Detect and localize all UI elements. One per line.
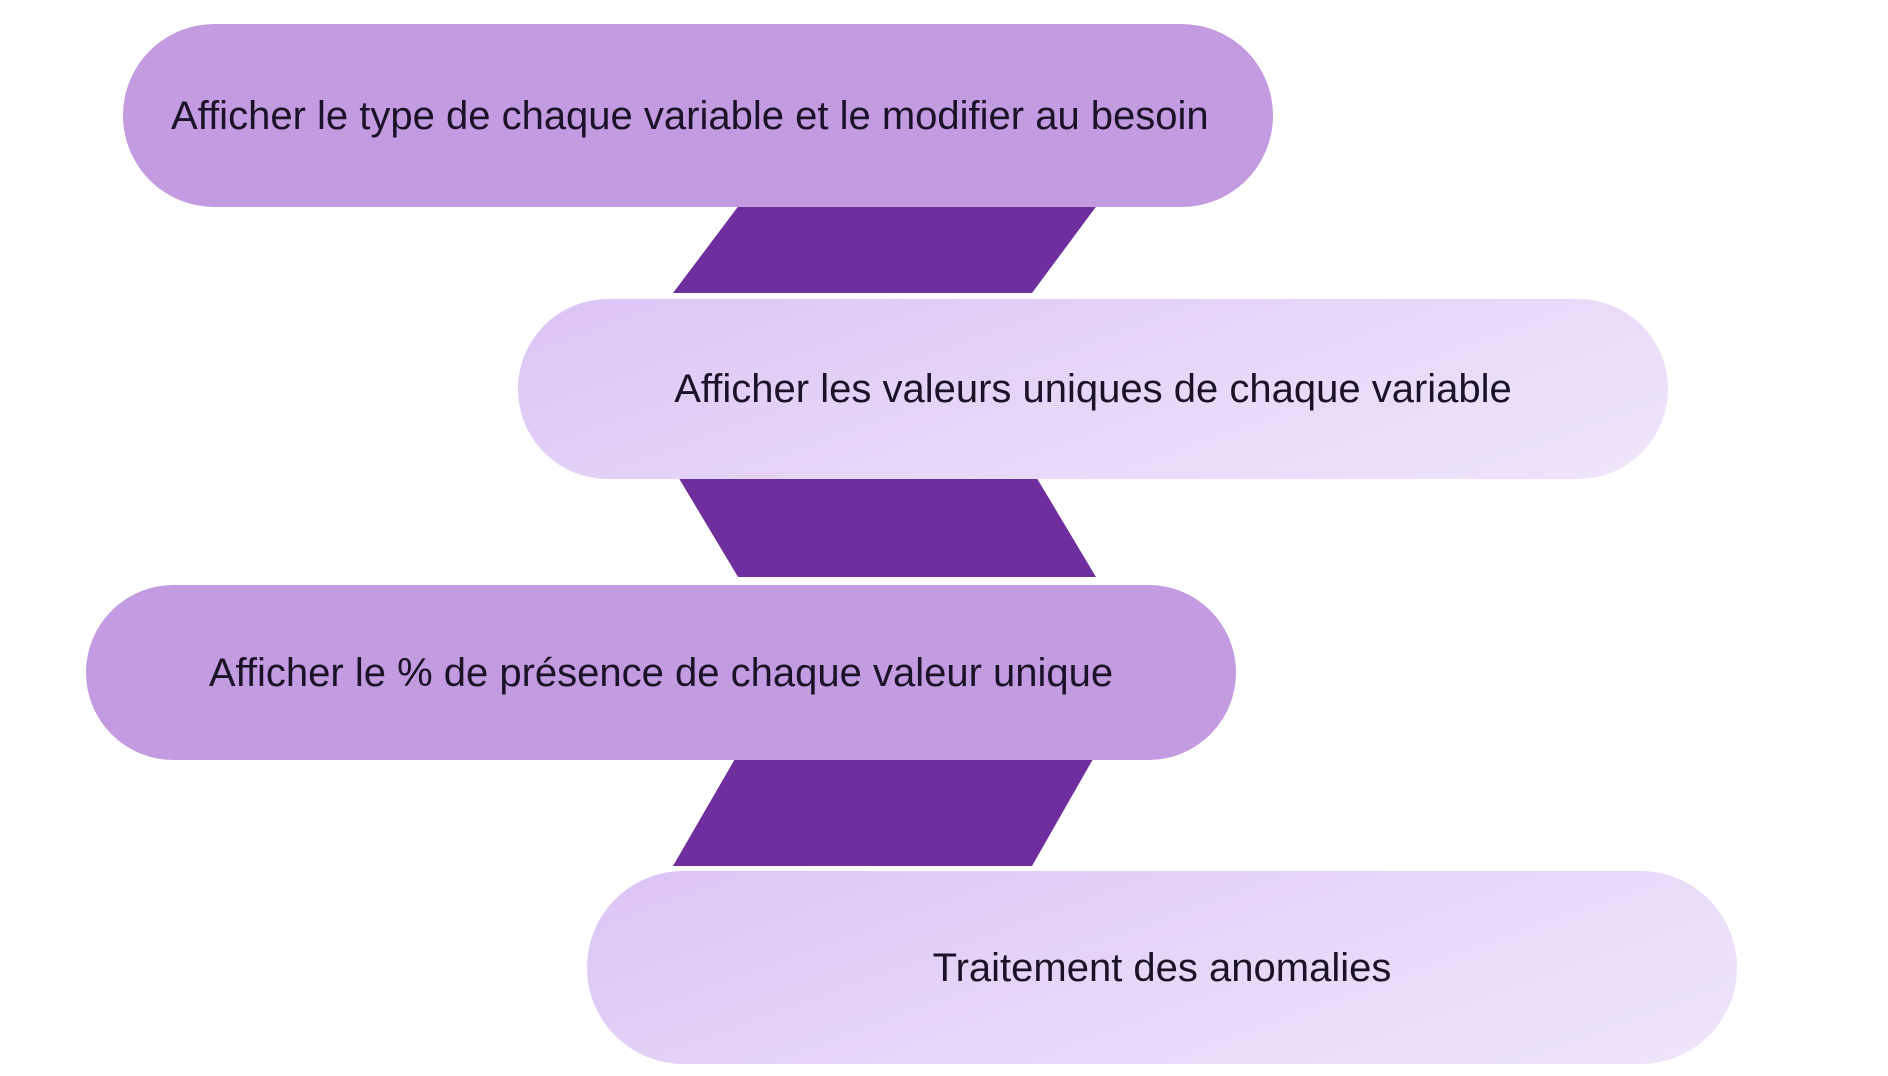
process-step-3-label: Afficher le % de présence de chaque vale…: [208, 650, 1114, 695]
process-step-4-label: Traitement des anomalies: [932, 945, 1392, 990]
process-step-2: Afficher les valeurs uniques de chaque v…: [518, 299, 1668, 479]
process-step-3: Afficher le % de présence de chaque vale…: [86, 585, 1236, 760]
process-step-1: Afficher le type de chaque variable et l…: [123, 24, 1273, 207]
connector-step2-to-step3: [668, 460, 1096, 577]
process-step-1-label: Afficher le type de chaque variable et l…: [171, 93, 1209, 138]
process-step-2-label: Afficher les valeurs uniques de chaque v…: [674, 367, 1512, 411]
connector-step1-to-step2: [673, 200, 1101, 293]
connector-step3-to-step4: [673, 745, 1101, 866]
process-step-4: Traitement des anomalies: [587, 871, 1737, 1064]
